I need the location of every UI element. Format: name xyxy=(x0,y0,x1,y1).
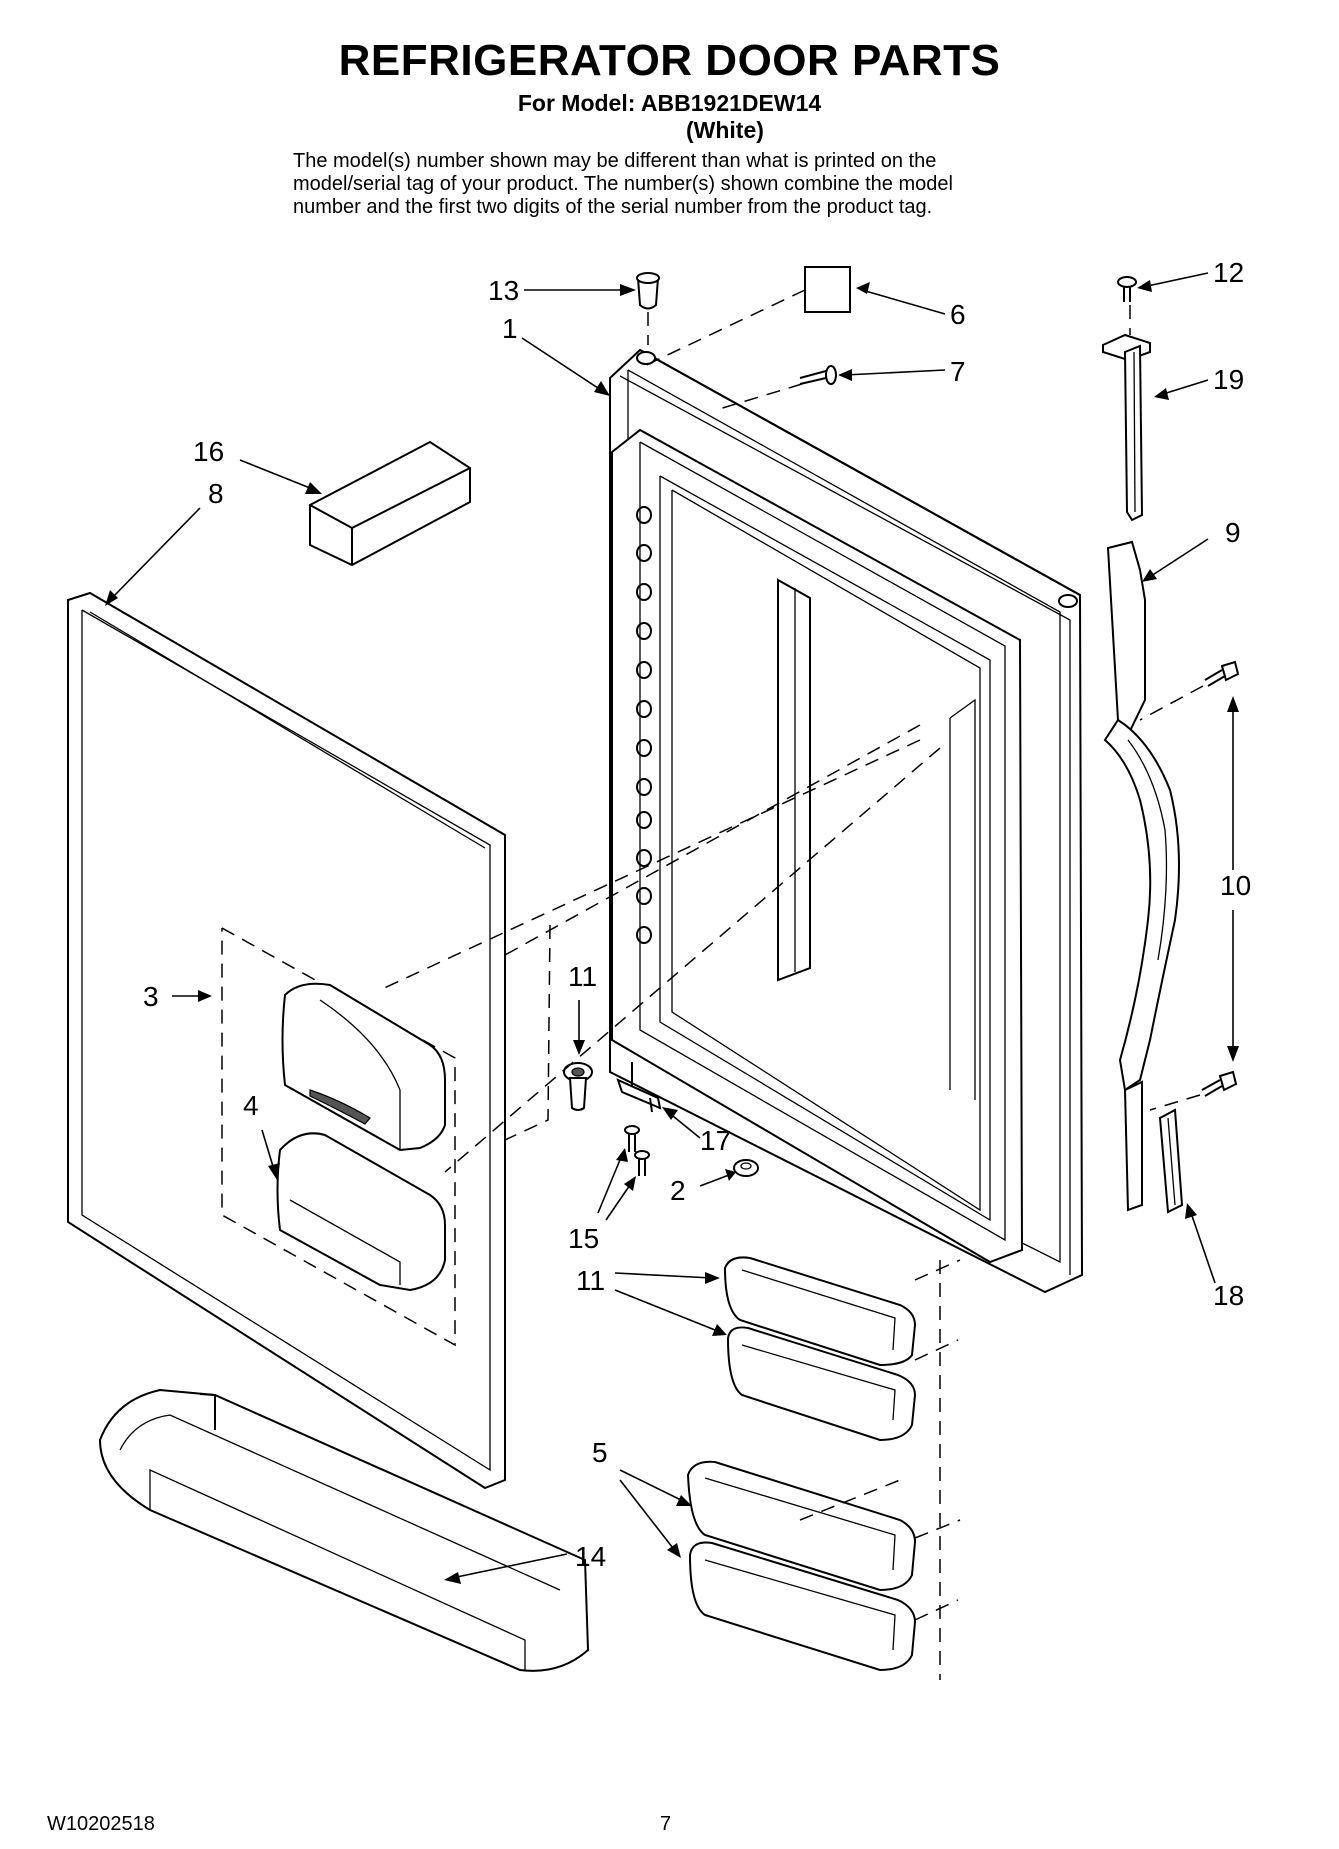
callout-15: 15 xyxy=(568,1223,599,1254)
model-line: For Model: ABB1921DEW14 xyxy=(517,90,822,116)
document-number: W10202518 xyxy=(47,1813,155,1835)
color-line: (White) xyxy=(686,117,764,143)
leader-lines xyxy=(105,272,1239,1584)
door-liner xyxy=(611,428,1024,1264)
callout-1: 1 xyxy=(502,313,518,344)
part-16-small-bin xyxy=(309,440,471,567)
callouts: 13 1 6 7 12 19 16 8 9 10 11 3 4 17 2 15 … xyxy=(143,257,1251,1572)
part-11-bushing xyxy=(563,1062,593,1111)
part-12-screw xyxy=(1117,276,1137,302)
callout-16: 16 xyxy=(193,436,224,467)
part-14-bottom-bin xyxy=(98,1388,590,1672)
part-6-label xyxy=(804,266,851,313)
notice-line-2: model/serial tag of your product. The nu… xyxy=(293,173,953,195)
notice-line-3: number and the first two digits of the s… xyxy=(293,196,933,218)
part-9-handle xyxy=(1103,540,1180,1212)
callout-17: 17 xyxy=(700,1125,731,1156)
part-2-washer xyxy=(733,1159,759,1177)
part-15-screws xyxy=(624,1125,650,1176)
part-4-dispenser-tray xyxy=(276,1132,446,1292)
callout-13: 13 xyxy=(488,275,519,306)
part-10-screws xyxy=(1201,660,1240,1097)
callout-5: 5 xyxy=(592,1437,608,1468)
callout-4: 4 xyxy=(243,1090,259,1121)
part-13-plug xyxy=(636,272,660,310)
callout-18: 18 xyxy=(1213,1280,1244,1311)
callout-7: 7 xyxy=(950,356,966,387)
callout-11-bins: 11 xyxy=(576,1265,605,1296)
part-19-handle-trim xyxy=(1102,333,1151,522)
callout-2: 2 xyxy=(670,1175,686,1206)
part-17-hinge-bracket xyxy=(616,1062,662,1113)
callout-8: 8 xyxy=(208,478,224,509)
part-5-door-bins xyxy=(686,1460,917,1672)
callout-11-top: 11 xyxy=(568,961,597,992)
callout-9: 9 xyxy=(1225,517,1241,548)
part-7-screw xyxy=(799,365,837,385)
page-title: REFRIGERATOR DOOR PARTS xyxy=(338,36,1001,85)
callout-6: 6 xyxy=(950,299,966,330)
part-11-door-bins xyxy=(723,1256,917,1442)
callout-19: 19 xyxy=(1213,364,1244,395)
callout-12: 12 xyxy=(1213,257,1244,288)
callout-14: 14 xyxy=(575,1541,606,1572)
callout-3: 3 xyxy=(143,981,159,1012)
part-3-dispenser-cover xyxy=(221,927,456,1347)
notice-line-1: The model(s) number shown may be differe… xyxy=(293,150,937,172)
assembly-lines xyxy=(379,289,1204,1680)
part-18-handle-trim xyxy=(1158,1108,1184,1214)
model-notice: The model(s) number shown may be differe… xyxy=(293,150,1083,219)
callout-10: 10 xyxy=(1220,870,1251,901)
page-number: 7 xyxy=(660,1813,672,1835)
